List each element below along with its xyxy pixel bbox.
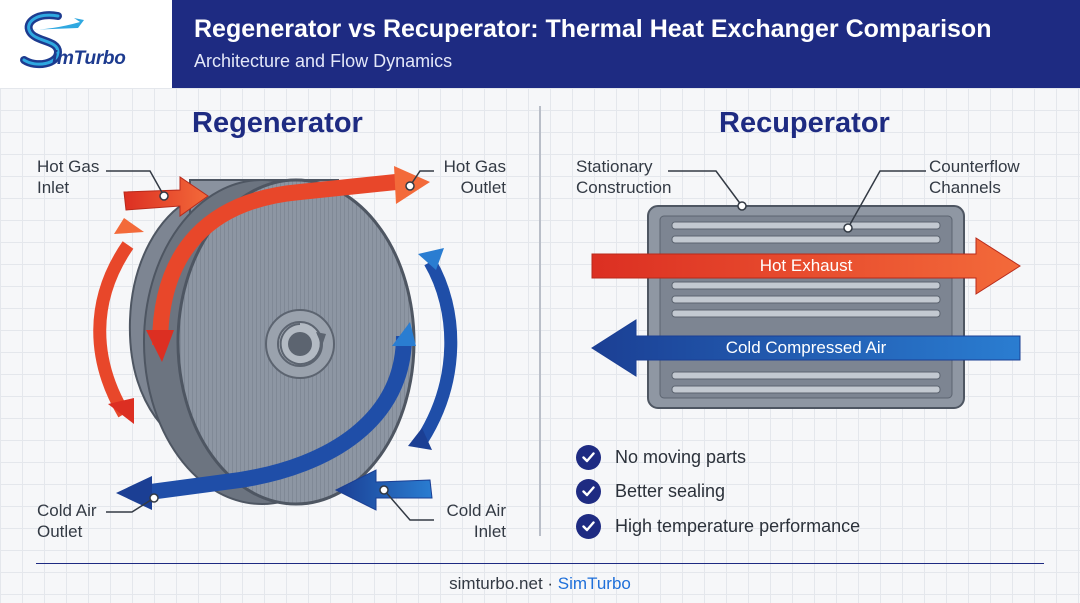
cold-compressed-air-label: Cold Compressed Air: [725, 338, 887, 357]
benefit-text: High temperature performance: [615, 515, 861, 536]
counterflow-channel-plates: [671, 221, 941, 394]
cold-air-outlet-arrow: [148, 335, 412, 500]
benefit-item: No moving parts: [576, 444, 746, 470]
hot-rotation-arrow-left: [93, 241, 134, 418]
recuperator-title: Recuperator: [719, 107, 890, 139]
header-bar: imTurbo Regenerator vs Recuperator: Ther…: [0, 0, 1080, 88]
footer-divider: [36, 563, 1044, 564]
hot-exhaust-arrow: [591, 237, 1021, 295]
section-divider: [539, 106, 541, 536]
check-icon: [576, 513, 601, 539]
benefit-text: Better sealing: [615, 480, 726, 501]
logo-text: imTurbo: [52, 48, 126, 69]
logo[interactable]: imTurbo: [0, 0, 172, 88]
recuperator-diagram: [591, 170, 1021, 409]
hot-exhaust-label: Hot Exhaust: [759, 256, 853, 275]
footer-separator: ·: [542, 574, 558, 593]
check-icon: [576, 478, 601, 504]
footer-site-link[interactable]: simturbo.net: [449, 574, 543, 593]
cold-rotation-arrow-right: [416, 258, 458, 444]
simturbo-logo-icon: [20, 11, 84, 69]
counterflow-channels-label: Counterflow Channels: [929, 157, 1020, 197]
check-icon: [576, 444, 601, 470]
footer-brand[interactable]: SimTurbo: [557, 574, 631, 593]
footer: simturbo.net · SimTurbo: [0, 574, 1080, 594]
page-title: Regenerator vs Recuperator: Thermal Heat…: [194, 15, 992, 43]
hot-gas-outlet-label: Hot Gas Outlet: [443, 157, 506, 197]
regenerator-title: Regenerator: [192, 107, 363, 139]
rotation-arrow-icon: [279, 323, 322, 365]
cold-air-inlet-label: Cold Air Inlet: [446, 501, 506, 541]
benefit-item: High temperature performance: [576, 513, 860, 539]
benefit-text: No moving parts: [615, 446, 747, 467]
benefit-item: Better sealing: [576, 478, 725, 504]
hot-gas-inlet-label: Hot Gas Inlet: [37, 157, 100, 197]
stationary-construction-label: Stationary Construction: [576, 157, 672, 197]
cold-compressed-air-arrow: [591, 319, 1021, 377]
page-subtitle: Architecture and Flow Dynamics: [194, 51, 453, 71]
regenerator-diagram: [93, 166, 458, 521]
cold-air-outlet-label: Cold Air Outlet: [37, 501, 97, 541]
hot-gas-outlet-arrow: [152, 174, 397, 346]
